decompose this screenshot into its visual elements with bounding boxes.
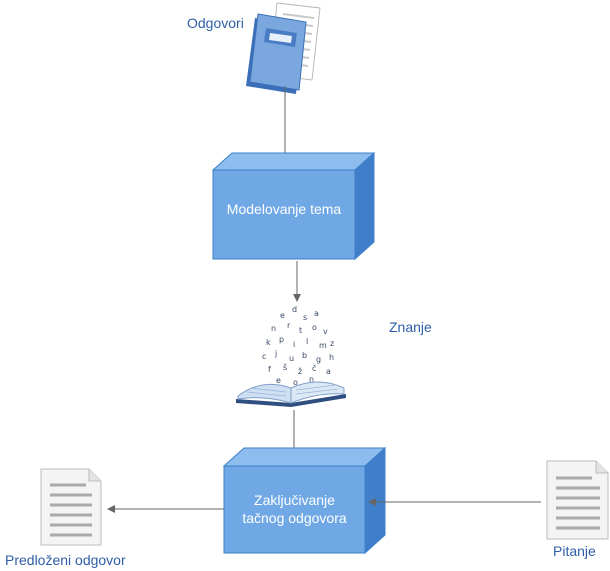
svg-text:t: t: [299, 326, 302, 335]
proposed-answer-document-icon: [40, 468, 102, 546]
svg-text:j: j: [274, 349, 277, 358]
svg-text:f: f: [268, 365, 271, 374]
svg-text:š: š: [283, 362, 287, 372]
inference-label-line1: Zaključivanje: [254, 492, 335, 508]
topic-modeling-box: [211, 151, 376, 261]
proposed-answer-label: Predloženi odgovor: [5, 552, 126, 568]
svg-text:i: i: [293, 340, 295, 349]
svg-text:k: k: [266, 338, 271, 347]
svg-text:a: a: [326, 367, 331, 376]
svg-text:č: č: [312, 363, 316, 373]
question-document-icon: [546, 460, 609, 540]
inference-label: Zaključivanje tačnog odgovora: [224, 491, 365, 527]
svg-text:c: c: [262, 352, 266, 361]
svg-text:b: b: [302, 351, 307, 360]
svg-text:a: a: [314, 309, 319, 318]
svg-text:s: s: [303, 313, 307, 322]
topic-modeling-label: Modelovanje tema: [226, 201, 342, 217]
svg-text:ž: ž: [298, 367, 302, 376]
inference-box: [222, 446, 387, 555]
question-label: Pitanje: [553, 543, 596, 559]
svg-text:o: o: [312, 323, 317, 332]
svg-text:d: d: [292, 305, 297, 314]
svg-text:n: n: [309, 375, 314, 384]
svg-text:u: u: [289, 354, 294, 363]
svg-text:p: p: [279, 335, 284, 344]
svg-text:m: m: [319, 341, 327, 350]
svg-text:h: h: [329, 353, 334, 362]
svg-text:l: l: [306, 337, 308, 346]
knowledge-label: Znanje: [389, 319, 432, 335]
svg-text:o: o: [293, 378, 298, 387]
svg-text:g: g: [316, 355, 321, 364]
svg-text:v: v: [323, 327, 328, 336]
answers-label: Odgovori: [187, 15, 244, 31]
svg-text:n: n: [271, 324, 276, 333]
svg-text:r: r: [287, 321, 291, 330]
svg-text:e: e: [276, 376, 281, 385]
folder-documents-icon: [246, 2, 321, 94]
svg-text:z: z: [330, 339, 334, 348]
svg-text:e: e: [280, 311, 285, 320]
inference-label-line2: tačnog odgovora: [242, 510, 347, 526]
